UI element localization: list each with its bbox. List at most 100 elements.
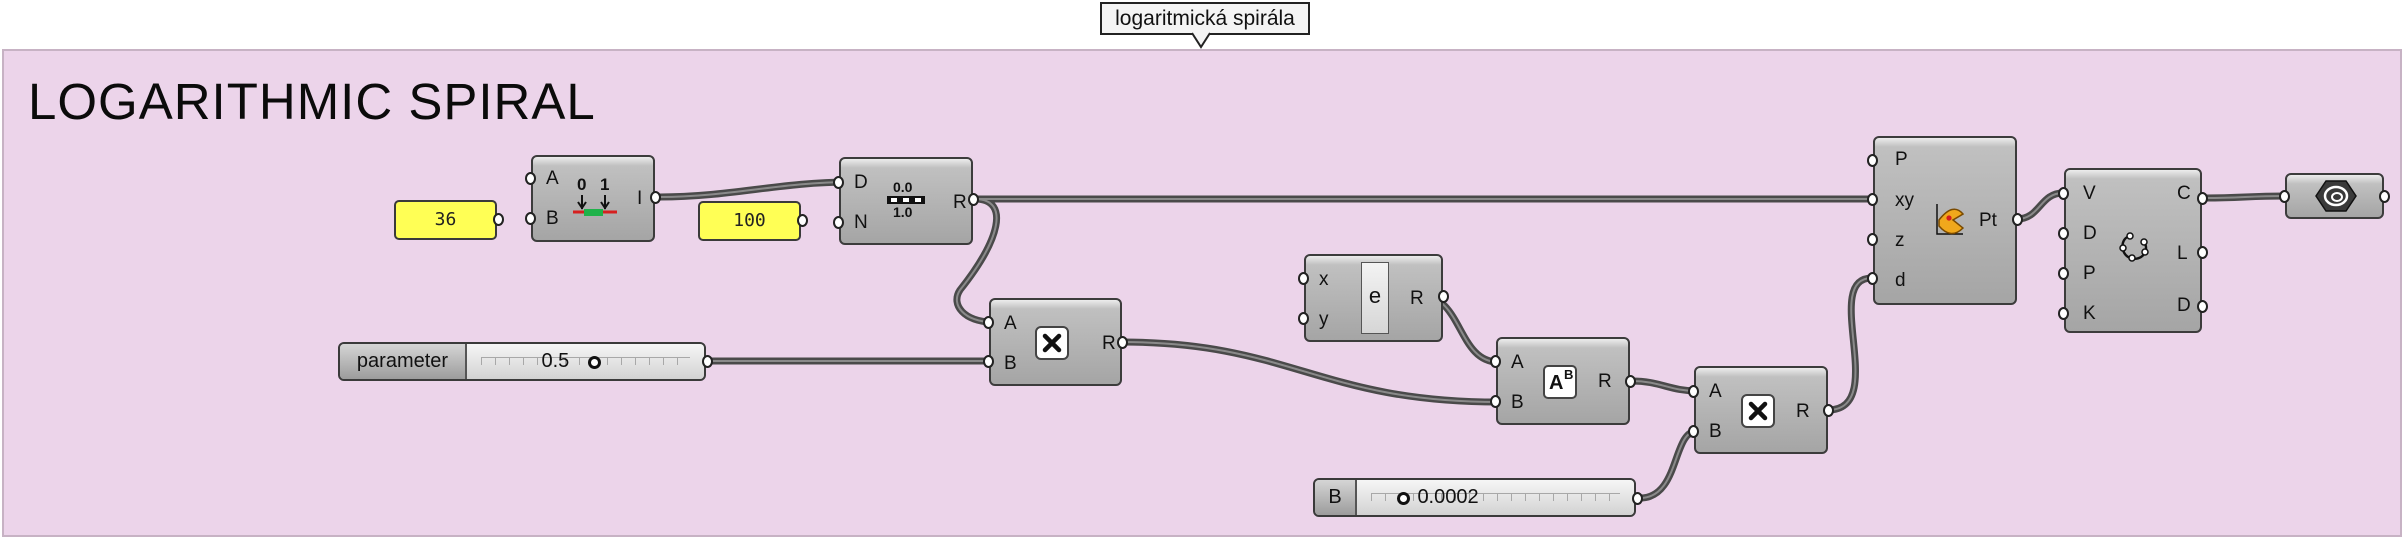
curve-output-l: L [2177, 243, 2188, 264]
range-input-b-grip[interactable] [525, 212, 536, 225]
point-input-z-grip[interactable] [1867, 233, 1878, 246]
parameter-slider-knob[interactable] [587, 356, 601, 369]
multiply-icon [1741, 394, 1775, 428]
curve-output-c-grip[interactable] [2197, 192, 2208, 205]
point-component[interactable]: P xy z d Pt [1873, 136, 2017, 305]
interpolate-curve-icon [2119, 232, 2149, 262]
geometry-param-icon [2315, 180, 2357, 212]
curve-input-p-grip[interactable] [2058, 267, 2069, 280]
series-icon-top: 0.0 [893, 179, 913, 195]
series-input-d-grip[interactable] [833, 176, 844, 189]
panel-36[interactable]: 36 [394, 200, 497, 240]
mult2-input-b: B [1709, 421, 1722, 442]
parameter-slider[interactable]: parameter 0.5 [338, 342, 706, 381]
mult2-input-a-grip[interactable] [1688, 385, 1699, 398]
point-output-pt: Pt [1979, 210, 1997, 231]
multiplication-component-1[interactable]: A B R [989, 298, 1122, 386]
multiplication-component-2[interactable]: A B R [1694, 366, 1828, 454]
point-input-z: z [1895, 230, 1905, 251]
b-slider[interactable]: B 0.0002 [1313, 478, 1636, 517]
parameter-slider-output-grip[interactable] [702, 355, 713, 368]
e-input-y: y [1319, 309, 1329, 330]
mult1-output-r-grip[interactable] [1117, 336, 1128, 349]
range-component[interactable]: A B I 0 1 [531, 155, 655, 242]
panel-100[interactable]: 100 [698, 201, 801, 241]
e-input-y-grip[interactable] [1298, 312, 1309, 325]
power-icon-base: A [1549, 372, 1564, 394]
curve-output-l-grip[interactable] [2197, 246, 2208, 259]
series-icon: 0.0 1.0 [885, 179, 929, 223]
power-output-r: R [1598, 371, 1612, 392]
mult1-input-b-grip[interactable] [983, 355, 994, 368]
mult2-input-b-grip[interactable] [1688, 425, 1699, 438]
e-component[interactable]: x y R e [1304, 254, 1443, 342]
mult2-input-a: A [1709, 381, 1722, 402]
curve-input-v-grip[interactable] [2058, 187, 2069, 200]
power-input-a: A [1511, 352, 1524, 373]
power-input-a-grip[interactable] [1490, 355, 1501, 368]
series-input-n-grip[interactable] [833, 216, 844, 229]
point-input-xy-grip[interactable] [1867, 193, 1878, 206]
polar-point-icon [1936, 204, 1965, 235]
panel-100-output-grip[interactable] [797, 214, 808, 227]
b-slider-label: B [1315, 480, 1357, 515]
e-input-x-grip[interactable] [1298, 272, 1309, 285]
panel-36-output-grip[interactable] [493, 213, 504, 226]
curve-output-c: C [2177, 183, 2191, 204]
series-input-d: D [854, 172, 868, 193]
multiply-icon [1035, 326, 1069, 360]
b-slider-track[interactable]: 0.0002 [1357, 480, 1634, 515]
mult2-output-r: R [1796, 401, 1810, 422]
curve-output-d: D [2177, 295, 2191, 316]
geometry-input-grip[interactable] [2279, 190, 2290, 203]
e-output-r: R [1410, 288, 1424, 309]
power-input-b-grip[interactable] [1490, 395, 1501, 408]
power-input-b: B [1511, 392, 1524, 413]
e-output-r-grip[interactable] [1438, 290, 1449, 303]
mult1-output-r: R [1102, 333, 1116, 354]
geometry-output-grip[interactable] [2379, 190, 2390, 203]
series-input-n: N [854, 212, 868, 233]
range-input-a: A [546, 168, 559, 189]
range-input-a-grip[interactable] [525, 172, 536, 185]
group-title: LOGARITHMIC SPIRAL [28, 73, 596, 130]
b-slider-value: 0.0002 [1417, 486, 1479, 508]
range-output-i-grip[interactable] [650, 191, 661, 204]
curve-input-k-grip[interactable] [2058, 307, 2069, 320]
point-input-p-grip[interactable] [1867, 154, 1878, 167]
range-icon: 0 1 [571, 175, 619, 225]
power-icon-exponent: B [1564, 367, 1574, 382]
series-icon-graphic [887, 196, 925, 204]
parameter-slider-label: parameter [340, 344, 467, 379]
point-input-d-grip[interactable] [1867, 272, 1878, 285]
series-output-r-grip[interactable] [968, 193, 979, 206]
point-output-pt-grip[interactable] [2012, 213, 2023, 226]
series-component[interactable]: D N R 0.0 1.0 [839, 157, 973, 245]
range-icon-end: 1 [600, 175, 610, 194]
curve-input-d: D [2083, 223, 2097, 244]
tooltip-tail [1191, 32, 1211, 49]
range-output-i: I [637, 188, 643, 209]
b-slider-knob[interactable] [1397, 492, 1411, 505]
mult1-input-a-grip[interactable] [983, 316, 994, 329]
point-input-p: P [1895, 149, 1908, 170]
power-component[interactable]: A B R A B [1496, 337, 1630, 425]
b-slider-output-grip[interactable] [1632, 492, 1643, 505]
power-output-r-grip[interactable] [1625, 375, 1636, 388]
mult1-input-b: B [1004, 353, 1017, 374]
parameter-slider-track[interactable]: 0.5 [467, 344, 704, 379]
point-input-xy: xy [1895, 190, 1914, 211]
curve-input-d-grip[interactable] [2058, 227, 2069, 240]
parameter-slider-value: 0.5 [541, 350, 570, 372]
geometry-param[interactable] [2285, 173, 2384, 219]
curve-output-d-grip[interactable] [2197, 300, 2208, 313]
range-icon-graphic [573, 195, 617, 216]
panel-100-value: 100 [733, 210, 766, 231]
mult2-output-r-grip[interactable] [1823, 404, 1834, 417]
curve-input-k: K [2083, 303, 2096, 324]
curve-component[interactable]: V D P K C L D [2064, 168, 2202, 333]
panel-36-value: 36 [434, 209, 457, 230]
point-input-d: d [1895, 270, 1906, 291]
range-input-b: B [546, 208, 559, 229]
e-symbol: e [1368, 283, 1382, 308]
